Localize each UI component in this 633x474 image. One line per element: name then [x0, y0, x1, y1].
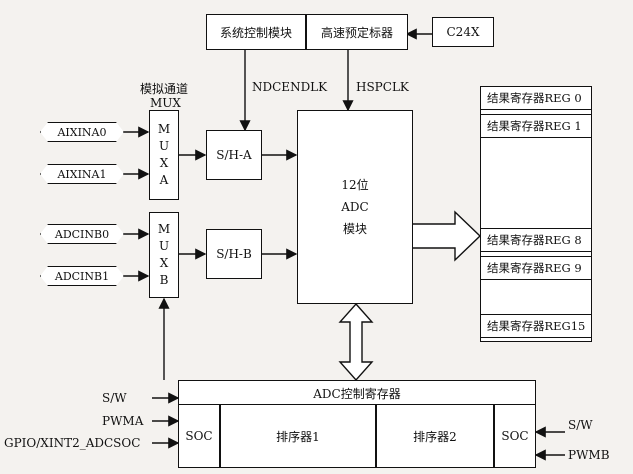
- result-reg-0: 结果寄存器REG 0: [480, 86, 592, 110]
- result-reg-1: 结果寄存器REG 1: [480, 114, 592, 138]
- result-reg-8: 结果寄存器REG 8: [480, 228, 592, 252]
- pin-adcinb0: ADCINB0: [40, 224, 124, 244]
- sample-hold-a: S/H-A: [206, 130, 262, 180]
- c24x-label: C24X: [446, 25, 480, 39]
- c24x-block: C24X: [432, 17, 494, 47]
- analog-mux-subtitle: MUX: [150, 96, 181, 110]
- system-control-module: 系统控制模块: [206, 14, 306, 50]
- result-reg-9: 结果寄存器REG 9: [480, 256, 592, 280]
- sw-left-label: S/W: [102, 391, 127, 405]
- soc-left: SOC: [178, 404, 220, 468]
- gpio-xint2-adcsoc-label: GPIO/XINT2_ADCSOC: [4, 436, 141, 450]
- sample-hold-b: S/H-B: [206, 229, 262, 279]
- soc-right: SOC: [494, 404, 536, 468]
- high-speed-prescaler: 高速预定标器: [306, 14, 408, 50]
- sequencer-1: 排序器1: [220, 404, 376, 468]
- result-reg-15: 结果寄存器REG15: [480, 314, 592, 338]
- pin-aixina0: AIXINA0: [40, 122, 124, 142]
- ndcendlk-label: NDCENDLK: [252, 80, 328, 94]
- system-control-label: 系统控制模块: [219, 25, 292, 40]
- sw-right-label: S/W: [568, 418, 593, 432]
- pin-aixina1: AIXINA1: [40, 164, 124, 184]
- analog-mux-title: 模拟通道: [140, 82, 189, 96]
- pwmb-label: PWMB: [568, 448, 610, 462]
- prescaler-label: 高速预定标器: [320, 25, 393, 40]
- pwma-label: PWMA: [102, 414, 144, 428]
- hspclk-label: HSPCLK: [356, 80, 409, 94]
- pin-adcinb1: ADCINB1: [40, 266, 124, 286]
- adc-control-register-label: ADC控制寄存器: [313, 387, 401, 401]
- sequencer-2: 排序器2: [376, 404, 494, 468]
